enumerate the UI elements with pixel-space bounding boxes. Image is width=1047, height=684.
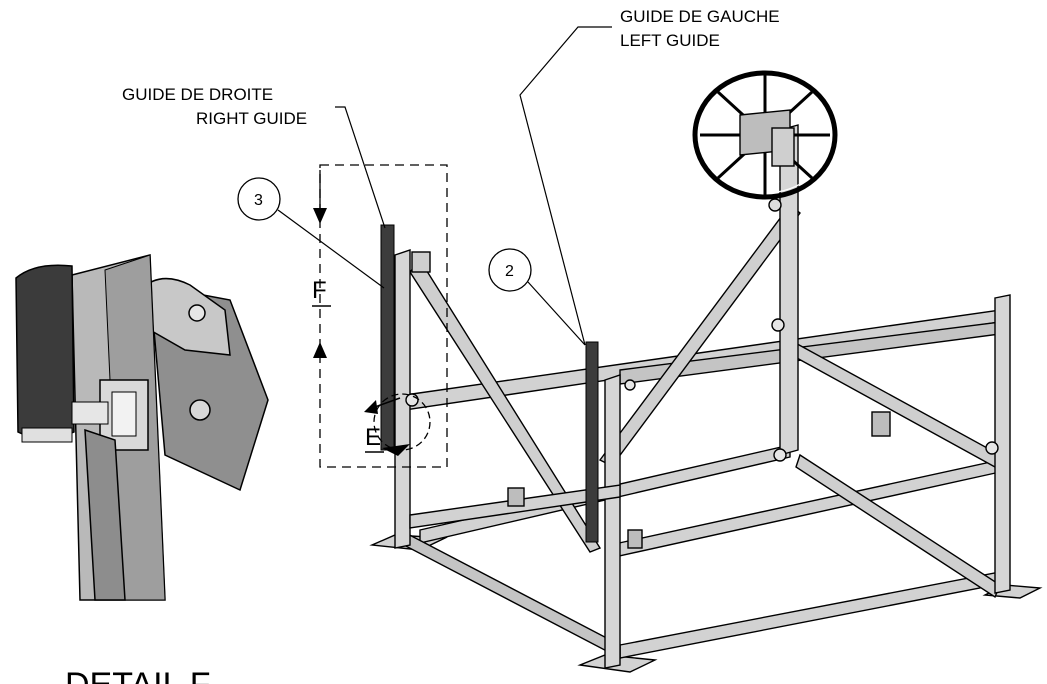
- item-3-number: 3: [254, 192, 263, 209]
- detail-pin-icon: [188, 304, 206, 322]
- detail-f-view: DETAIL F: [15, 254, 269, 684]
- detail-guide-roller: [15, 264, 75, 440]
- rail-bottom-front: [619, 571, 1001, 659]
- callout-item-2: 2: [488, 248, 586, 346]
- callout-item-3: 3: [237, 177, 385, 289]
- section-arrow-up-icon: [313, 342, 327, 358]
- detail-lower-leg: [84, 428, 126, 601]
- post-winch: [779, 124, 799, 456]
- left-guide-label-fr: GUIDE DE GAUCHE: [620, 7, 780, 26]
- section-arrow-down-icon: [313, 208, 327, 224]
- item-2-number: 2: [505, 263, 514, 280]
- post-front-center: [604, 374, 621, 669]
- winch-drum: [771, 127, 795, 167]
- section-view-box: F: [312, 164, 448, 468]
- section-f-label: F: [312, 277, 327, 304]
- right-guide-label-en: RIGHT GUIDE: [196, 109, 307, 128]
- left-guide-leader: [519, 26, 612, 346]
- detail-bolt-icon: [189, 399, 211, 421]
- detail-e-label: E: [365, 424, 381, 451]
- post-back-right: [994, 294, 1011, 594]
- winch-pulley-icon: [768, 198, 782, 212]
- left-guide-label-en: LEFT GUIDE: [620, 31, 720, 50]
- right-guide-label-fr: GUIDE DE DROITE: [122, 85, 273, 104]
- detail-e-marker: E: [364, 393, 431, 456]
- brace-right-lower: [795, 453, 1001, 599]
- callout-left-guide: GUIDE DE GAUCHE LEFT GUIDE: [519, 7, 780, 346]
- right-guide: [380, 224, 395, 451]
- detail-title: DETAIL F: [65, 666, 210, 684]
- callout-right-guide: GUIDE DE DROITE RIGHT GUIDE: [122, 85, 386, 229]
- winch-wheel: [692, 70, 838, 200]
- brace-right-upper: [785, 338, 1001, 468]
- rail-bottom-left: [399, 528, 621, 660]
- lift-frame: [369, 70, 1043, 673]
- brace-winch: [598, 204, 801, 467]
- right-guide-leader: [335, 106, 386, 229]
- left-guide: [585, 341, 599, 543]
